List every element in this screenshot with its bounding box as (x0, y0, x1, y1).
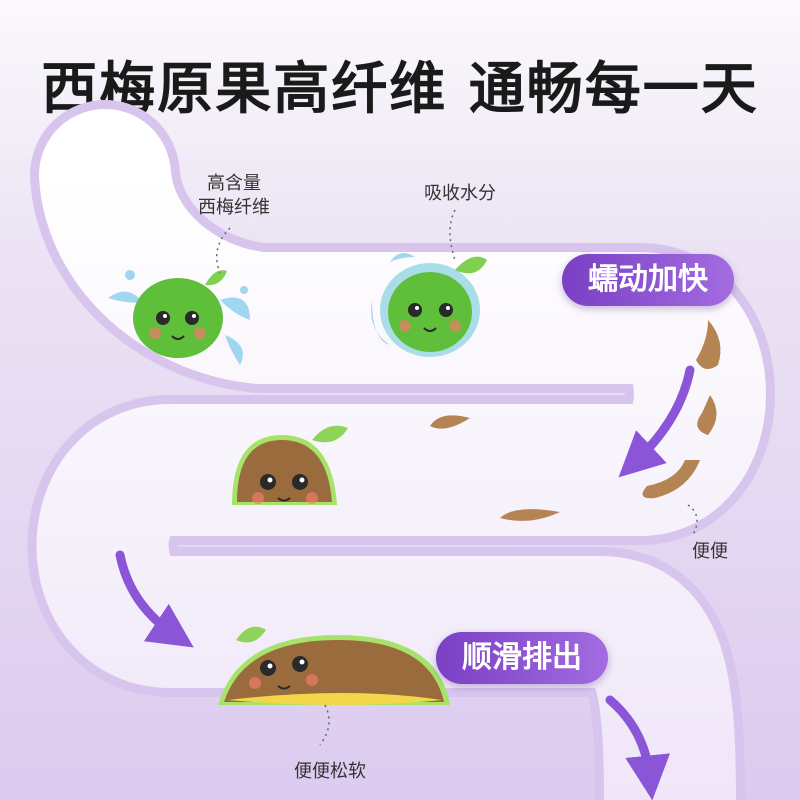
flow-arrow-icon (605, 695, 671, 800)
water-splash-icon (371, 253, 415, 345)
fiber-annotation: 高含量 西梅纤维 (184, 172, 284, 220)
page-title: 西梅原果高纤维 通畅每一天 (41, 57, 759, 122)
fiber-label-line1: 高含量 (207, 173, 261, 194)
water-splash-icon (108, 270, 250, 365)
prune-character-icon (380, 256, 487, 357)
badge-peristalsis: 蠕动加快 (562, 254, 734, 306)
prune-character-icon (218, 626, 450, 705)
soft-stool-label: 便便松软 (294, 761, 366, 782)
flow-arrow-icon (115, 550, 194, 648)
stool-smears (430, 320, 721, 521)
prune-character-icon (133, 270, 227, 358)
annotation-pointers (215, 209, 698, 746)
stool-label: 便便 (692, 541, 728, 562)
absorb-water-label: 吸收水分 (424, 183, 496, 204)
badge-smooth-exit: 顺滑排出 (436, 632, 608, 684)
flow-arrow-icon (618, 365, 695, 478)
fiber-label-line2: 西梅纤维 (198, 197, 270, 218)
prune-character-icon (232, 425, 348, 505)
